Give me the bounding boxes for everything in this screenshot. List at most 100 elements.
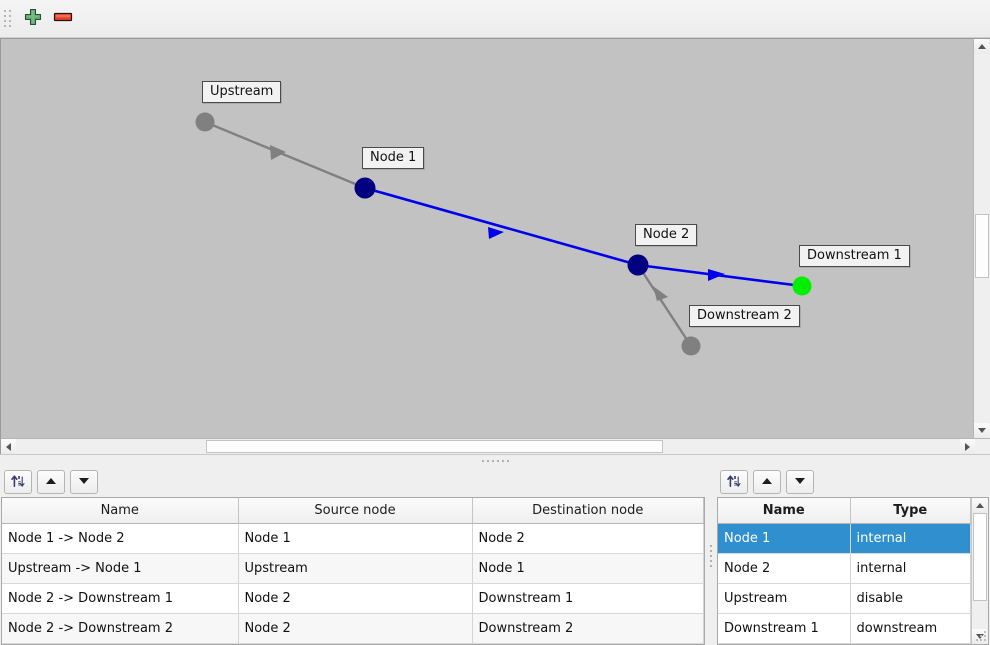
- canvas-hscroll-thumb[interactable]: [206, 440, 663, 453]
- node-name-cell[interactable]: Upstream: [718, 583, 851, 614]
- scroll-down-arrow-icon[interactable]: [974, 423, 989, 438]
- graph-label-node1[interactable]: Node 1: [362, 147, 425, 169]
- link-source-cell[interactable]: Upstream: [238, 553, 473, 584]
- graph-label-node2[interactable]: Node 2: [635, 224, 698, 246]
- edge-node2-downstream1[interactable]: [637, 263, 803, 288]
- table-row-empty: [2, 643, 704, 644]
- canvas-vscroll-track[interactable]: [974, 54, 990, 423]
- links-column-destination[interactable]: Destination node: [472, 498, 704, 524]
- node-name-cell[interactable]: Node 1: [718, 523, 851, 554]
- scroll-up-arrow-icon[interactable]: [974, 39, 989, 54]
- sort-arrows-icon: [10, 473, 26, 492]
- table-row[interactable]: Node 1 -> Node 2 Node 1 Node 2: [2, 523, 704, 554]
- node-name-cell[interactable]: Downstream 1: [718, 613, 851, 644]
- link-destination-cell[interactable]: Node 1: [472, 553, 704, 584]
- graph-node-node2[interactable]: [627, 254, 649, 276]
- nodes-table: Name Type Node 1 internal Node 2 i: [718, 498, 971, 644]
- node-type-cell[interactable]: internal: [850, 553, 971, 584]
- red-minus-icon: [51, 7, 75, 30]
- table-row-empty: [718, 643, 971, 644]
- links-toolbar: [0, 467, 706, 497]
- window-resize-grip-icon[interactable]: [976, 631, 988, 643]
- link-destination-cell[interactable]: Node 2: [472, 523, 704, 554]
- move-node-up-button[interactable]: [753, 470, 781, 494]
- edge-node1-node2[interactable]: [364, 186, 639, 267]
- scroll-right-arrow-icon[interactable]: [960, 439, 975, 454]
- link-name-cell[interactable]: Upstream -> Node 1: [2, 553, 239, 584]
- link-source-cell[interactable]: Node 2: [238, 613, 473, 644]
- add-node-button[interactable]: [18, 5, 48, 33]
- toolbar-drag-grip-icon[interactable]: [3, 8, 12, 30]
- nodes-column-name[interactable]: Name: [718, 498, 851, 524]
- link-name-cell[interactable]: Node 2 -> Downstream 2: [2, 613, 239, 644]
- table-row[interactable]: Downstream 1 downstream: [718, 613, 971, 644]
- move-node-down-button[interactable]: [786, 470, 814, 494]
- canvas-hscroll-track[interactable]: [16, 439, 960, 454]
- edge-upstream-node1[interactable]: [204, 120, 366, 190]
- table-row[interactable]: Upstream -> Node 1 Upstream Node 1: [2, 553, 704, 584]
- sort-nodes-button[interactable]: [720, 470, 748, 494]
- graph-node-downstream1[interactable]: [792, 276, 812, 296]
- nodes-column-type[interactable]: Type: [850, 498, 971, 524]
- links-panel: Name Source node Destination node Node 1…: [0, 467, 706, 645]
- sort-links-button[interactable]: [4, 470, 32, 494]
- canvas-vscroll-thumb[interactable]: [975, 214, 989, 278]
- graph-label-downstream2[interactable]: Downstream 2: [689, 305, 800, 327]
- link-source-cell[interactable]: Node 2: [238, 583, 473, 614]
- link-destination-cell[interactable]: Downstream 2: [472, 613, 704, 644]
- nodes-vscroll-track[interactable]: [972, 513, 988, 629]
- vertical-splitter[interactable]: [706, 467, 716, 645]
- links-table-header-row: Name Source node Destination node: [2, 498, 704, 524]
- graph-node-upstream[interactable]: [195, 112, 215, 132]
- topology-graph: [195, 112, 812, 356]
- links-column-source[interactable]: Source node: [238, 498, 473, 524]
- scroll-corner: [975, 439, 990, 454]
- triangle-down-icon: [793, 474, 807, 491]
- node-type-cell[interactable]: downstream: [850, 613, 971, 644]
- nodes-table-container: Name Type Node 1 internal Node 2 i: [717, 497, 989, 645]
- graph-label-upstream[interactable]: Upstream: [202, 81, 282, 103]
- node-name-cell[interactable]: Node 2: [718, 553, 851, 584]
- graph-label-downstream1[interactable]: Downstream 1: [799, 245, 910, 267]
- splitter-grip-icon: [710, 545, 712, 567]
- nodes-vscroll-thumb[interactable]: [973, 513, 987, 601]
- node-type-cell[interactable]: internal: [850, 523, 971, 554]
- nodes-table-scrollarea[interactable]: Name Type Node 1 internal Node 2 i: [718, 498, 971, 644]
- move-link-up-button[interactable]: [37, 470, 65, 494]
- table-row[interactable]: Node 1 internal: [718, 523, 971, 554]
- table-row[interactable]: Upstream disable: [718, 583, 971, 614]
- links-table-scrollarea[interactable]: Name Source node Destination node Node 1…: [2, 498, 704, 644]
- link-destination-cell[interactable]: Downstream 1: [472, 583, 704, 614]
- table-row[interactable]: Node 2 -> Downstream 1 Node 2 Downstream…: [2, 583, 704, 614]
- topology-canvas[interactable]: Upstream Node 1 Node 2 Downstream 1 Down…: [1, 39, 973, 438]
- link-name-cell[interactable]: Node 1 -> Node 2: [2, 523, 239, 554]
- nodes-table-header-row: Name Type: [718, 498, 971, 524]
- sort-arrows-icon: [726, 473, 742, 492]
- links-column-name[interactable]: Name: [2, 498, 239, 524]
- link-name-cell[interactable]: Node 2 -> Downstream 1: [2, 583, 239, 614]
- triangle-up-icon: [44, 474, 58, 491]
- nodes-table-vertical-scrollbar[interactable]: [971, 498, 988, 644]
- canvas-horizontal-scrollbar[interactable]: [0, 438, 990, 454]
- links-table: Name Source node Destination node Node 1…: [2, 498, 704, 644]
- edge-node2-downstream2[interactable]: [636, 264, 693, 347]
- remove-node-button[interactable]: [48, 5, 78, 33]
- scroll-left-arrow-icon[interactable]: [1, 439, 16, 454]
- nodes-panel: Name Type Node 1 internal Node 2 i: [716, 467, 990, 645]
- triangle-down-icon: [77, 474, 91, 491]
- canvas-vertical-scrollbar[interactable]: [973, 39, 990, 438]
- horizontal-splitter[interactable]: [0, 454, 990, 467]
- links-table-container: Name Source node Destination node Node 1…: [1, 497, 705, 645]
- scroll-up-arrow-icon[interactable]: [972, 498, 987, 513]
- graph-node-node1[interactable]: [354, 177, 376, 199]
- main-toolbar: [0, 0, 990, 38]
- move-link-down-button[interactable]: [70, 470, 98, 494]
- table-row[interactable]: Node 2 -> Downstream 2 Node 2 Downstream…: [2, 613, 704, 644]
- node-type-cell[interactable]: disable: [850, 583, 971, 614]
- topology-canvas-panel: Upstream Node 1 Node 2 Downstream 1 Down…: [0, 38, 990, 438]
- scroll-down-arrow-icon[interactable]: [972, 629, 987, 644]
- link-source-cell[interactable]: Node 1: [238, 523, 473, 554]
- nodes-toolbar: [716, 467, 990, 497]
- table-row[interactable]: Node 2 internal: [718, 553, 971, 584]
- graph-node-downstream2[interactable]: [681, 336, 701, 356]
